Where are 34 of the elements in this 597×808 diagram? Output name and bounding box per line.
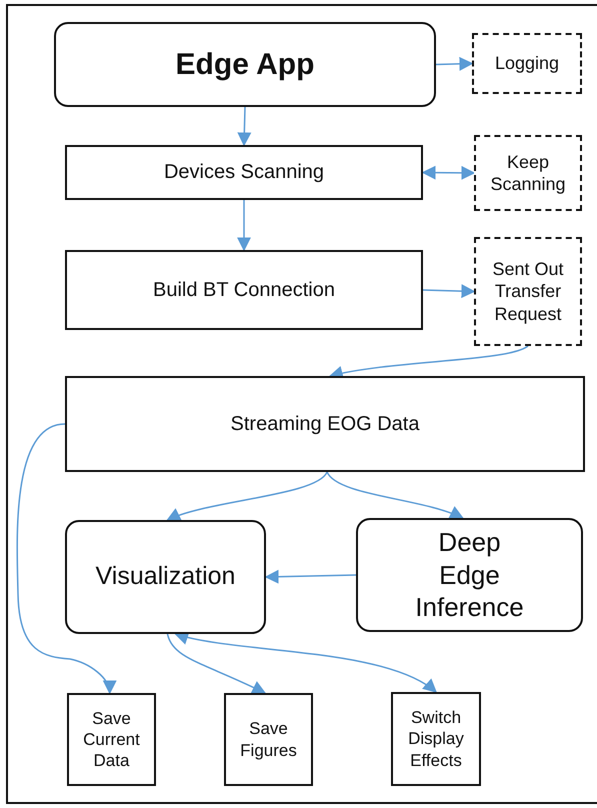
process-box xyxy=(67,693,156,786)
arrow xyxy=(436,56,474,71)
box-label: Streaming EOG Data xyxy=(230,412,420,436)
box-label: Save Figures xyxy=(239,718,298,761)
box-label: Build BT Connection xyxy=(153,278,335,302)
box-label: Devices Scanning xyxy=(164,160,324,185)
arrow xyxy=(237,200,251,252)
arrow xyxy=(166,634,266,694)
dashed-box xyxy=(472,33,582,94)
box-label: Logging xyxy=(494,52,560,75)
process-box xyxy=(65,145,423,200)
box-label: Keep Scanning xyxy=(489,150,567,196)
rounded-box xyxy=(54,22,436,107)
box-label: Switch Display Effects xyxy=(407,707,465,771)
box-label: Deep Edge Inference xyxy=(414,526,525,624)
arrow xyxy=(16,423,116,694)
box-label: Edge App xyxy=(176,46,314,83)
arrow xyxy=(326,472,464,520)
arrow xyxy=(422,166,476,180)
rounded-box xyxy=(65,520,266,634)
dashed-box xyxy=(474,135,582,211)
arrow xyxy=(264,570,356,584)
arrow xyxy=(166,472,328,522)
box-label: Sent Out Transfer Request xyxy=(491,258,565,326)
process-box xyxy=(224,693,313,786)
box-label: Visualization xyxy=(96,561,236,592)
process-box xyxy=(65,376,585,472)
rounded-box xyxy=(356,518,583,632)
process-box xyxy=(65,250,423,330)
box-label: Save Current Data xyxy=(82,708,141,772)
dashed-box xyxy=(474,237,582,346)
process-box xyxy=(391,692,481,786)
arrow xyxy=(237,106,252,146)
arrow xyxy=(422,284,476,298)
